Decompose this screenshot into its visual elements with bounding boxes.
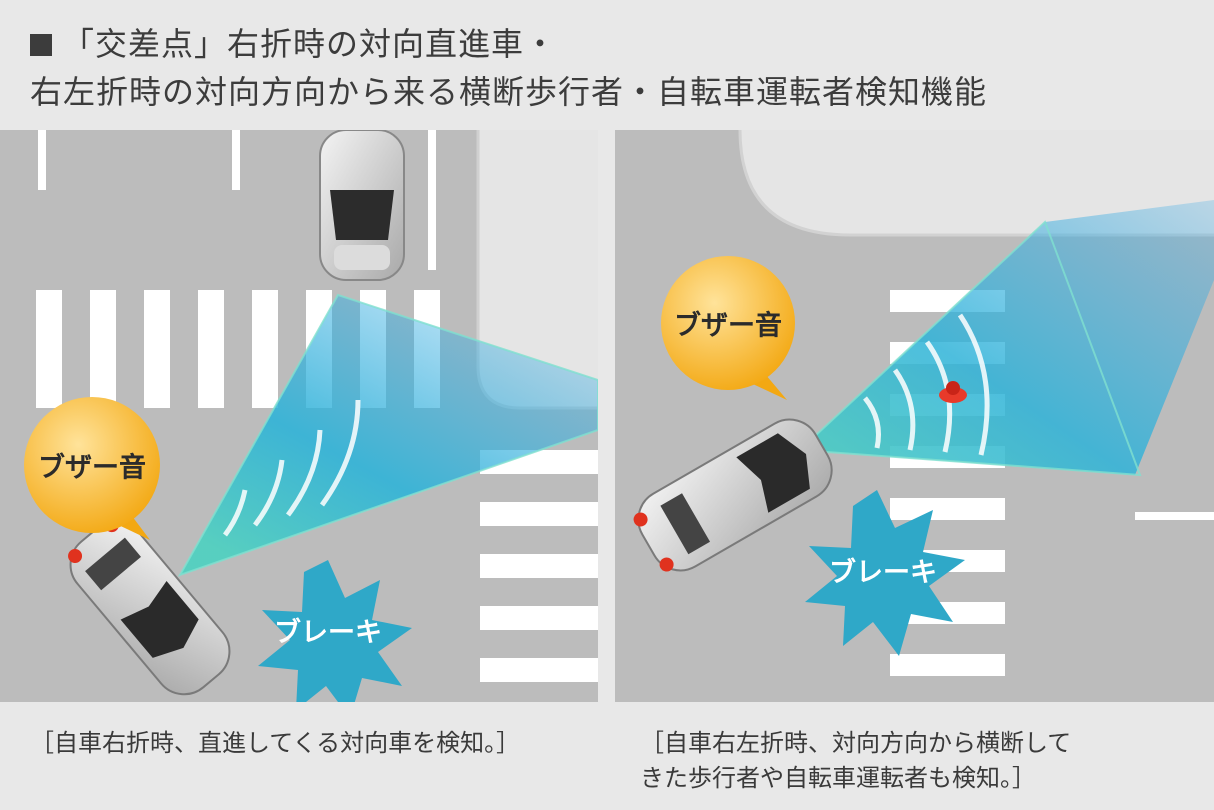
title-line-1-text: 「交差点」右折時の対向直進車・ [62,25,557,63]
left-brake-label: ブレーキ [274,611,382,650]
right-buzzer-label: ブザー音 [674,304,782,343]
left-buzzer-label: ブザー音 [38,446,146,485]
oncoming-car-icon [320,130,404,280]
left-caption: ［自車右折時、直進してくる対向車を検知。］ [30,725,520,761]
lane-marking [1135,512,1214,520]
left-scenario-panel: ブザー音 ブレーキ [0,130,598,702]
page-title-line-2: 右左折時の対向方向から来る横断歩行者・自転車運転者検知機能 [30,72,987,112]
right-caption-line-2: きた歩行者や自転車運転者も検知。］ [640,760,1036,796]
right-brake-label: ブレーキ [829,551,937,590]
right-scene-illustration [615,130,1214,702]
page-title-line-1: 「交差点」右折時の対向直進車・ [30,24,557,64]
square-bullet-icon [30,34,52,56]
right-scenario-panel: ブザー音 ブレーキ [615,130,1214,702]
right-caption-line-1: ［自車右左折時、対向方向から横断して [640,725,1071,761]
